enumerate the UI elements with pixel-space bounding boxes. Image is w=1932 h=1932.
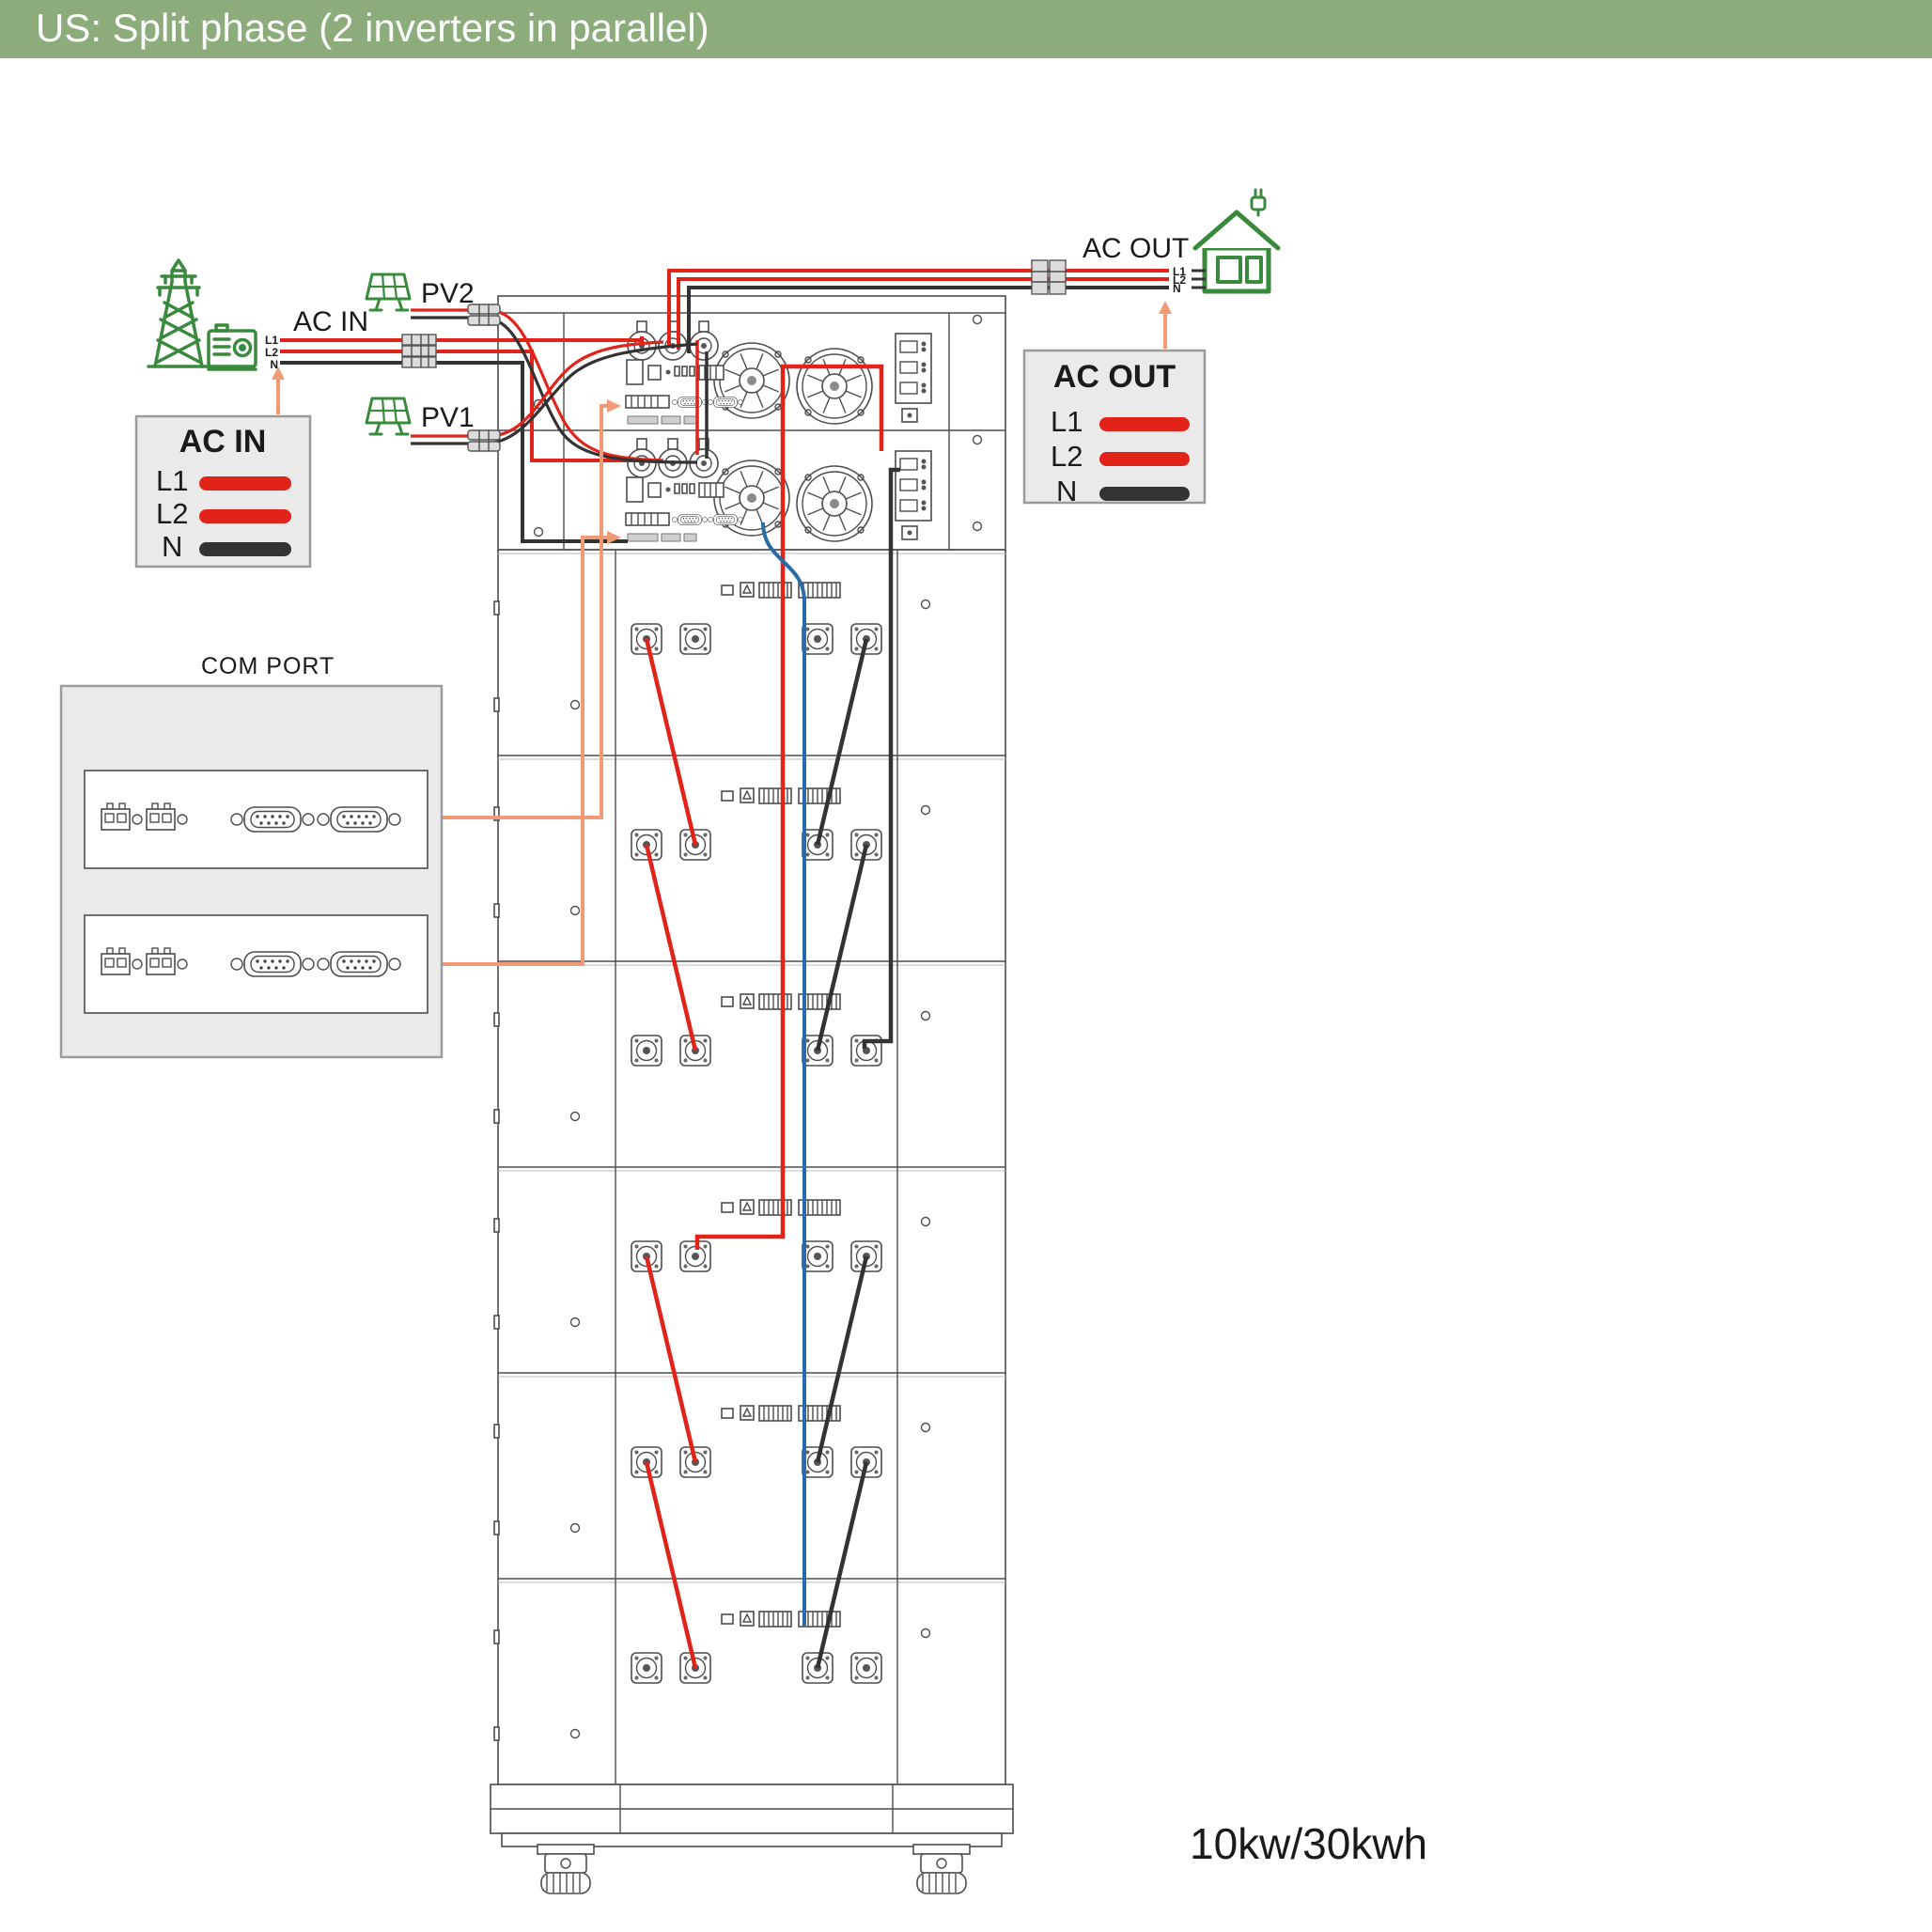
ac-out-row-n: N	[1056, 475, 1077, 507]
com-arrow-2	[607, 531, 621, 544]
capacity-label: 10kw/30kwh	[1190, 1819, 1427, 1868]
ac-out-tag-l1: L1	[1173, 265, 1186, 278]
pv1-label: PV1	[421, 402, 475, 433]
rack-base	[490, 1784, 1014, 1847]
ac-in-legend-title: AC IN	[179, 424, 267, 460]
title-bar-bg	[0, 0, 1932, 58]
house-icon	[1192, 210, 1281, 294]
ac-in-row-l2: L2	[156, 497, 188, 530]
generator-icon	[207, 323, 257, 371]
ac-in-bar-n	[199, 542, 291, 556]
pv1-icon	[365, 397, 412, 436]
title-bar: US: Split phase (2 inverters in parallel…	[0, 0, 1932, 58]
ac-out-row-l2: L2	[1051, 440, 1083, 473]
ac-in-arrow-head	[272, 366, 285, 380]
grid-tower-icon	[147, 258, 210, 368]
ac-out-row-l1: L1	[1051, 405, 1083, 438]
ac-out-legend: AC OUT L1 L2 N	[1022, 301, 1207, 507]
ac-out-wires	[667, 269, 1206, 459]
ac-out-legend-title: AC OUT	[1053, 359, 1176, 395]
ac-out-bar-n	[1099, 487, 1190, 501]
plug-icon	[1250, 188, 1267, 217]
ac-out-bar-l2	[1099, 452, 1190, 466]
ac-out-connector	[1031, 259, 1067, 295]
ac-in-row-n: N	[162, 530, 182, 563]
battery-bus-wires	[694, 364, 900, 1626]
pv2-label: PV2	[421, 278, 475, 309]
pv2-connector	[467, 304, 501, 326]
com-port-box: COM PORT	[59, 653, 444, 1059]
ac-in-legend: AC IN L1 L2 N	[134, 366, 312, 569]
ac-in-tag-l1: L1	[265, 334, 278, 347]
ac-in-bar-l1	[199, 476, 291, 491]
caster-right	[912, 1844, 971, 1894]
battery-link-wires	[644, 638, 869, 1669]
ac-in-wire-label: AC IN	[293, 306, 368, 337]
ac-in-bar-l2	[199, 509, 291, 523]
ac-in-tag-l2: L2	[265, 346, 278, 359]
com-port-panel-1	[84, 770, 428, 869]
ac-out-wire-tags: L1 L2 N	[1173, 265, 1186, 295]
pv1-connector	[467, 429, 501, 452]
pv-wires	[411, 308, 698, 464]
ac-out-tag-n: N	[1173, 282, 1181, 295]
ac-in-wire-tags: L1 L2 N	[265, 334, 278, 371]
ac-in-tag-n: N	[270, 358, 278, 371]
ac-out-arrow-head	[1159, 301, 1172, 314]
page-title: US: Split phase (2 inverters in parallel…	[36, 6, 709, 50]
caster-left	[537, 1844, 595, 1894]
com-arrow-1	[607, 399, 621, 413]
com-port-label: COM PORT	[201, 653, 335, 679]
ac-out-tag-l2: L2	[1173, 273, 1186, 287]
ac-out-bar-l1	[1099, 417, 1190, 431]
ac-out-wire-label: AC OUT	[1083, 233, 1189, 264]
ac-in-row-l1: L1	[156, 464, 188, 497]
com-port-panel-2	[84, 914, 428, 1014]
ac-in-connector	[401, 334, 437, 368]
pv2-icon	[365, 273, 412, 312]
